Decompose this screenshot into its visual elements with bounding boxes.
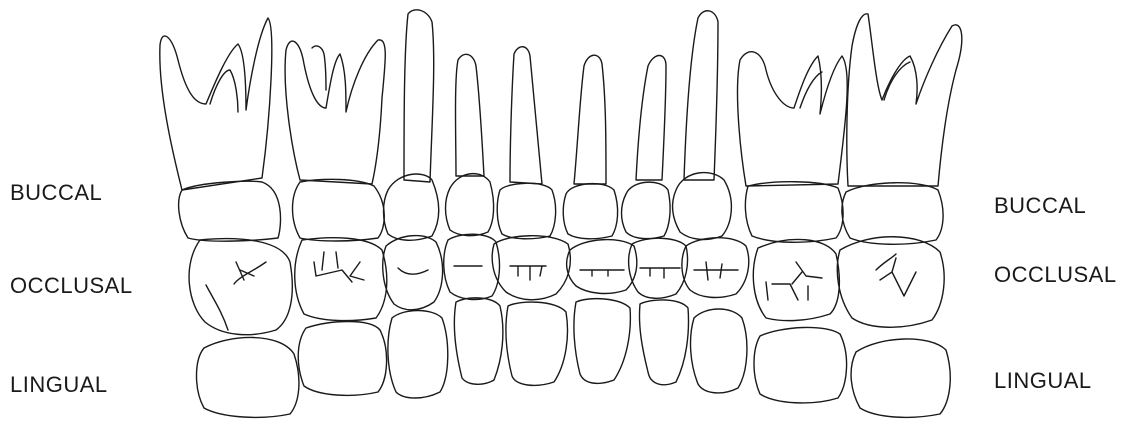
tooth-left-molar-2-occlusal: [295, 238, 387, 321]
tooth-right-molar-1-inner-root: [800, 72, 822, 108]
tooth-right-incisor-2: [622, 56, 689, 385]
tooth-right-molar-2-buccal: [842, 183, 943, 245]
tooth-left-molar-1-buccal: [179, 181, 281, 241]
tooth-right-premolar-1-occlusal: [682, 238, 749, 298]
tooth-right-incisor-1: [563, 55, 637, 383]
tooth-left-premolar-2: [444, 54, 503, 384]
tooth-right-molar-2-roots: [847, 14, 962, 186]
tooth-left-incisor-1-occlusal: [492, 236, 570, 300]
tooth-left-molar-1-lingual: [197, 337, 299, 417]
tooth-right-premolar-1-lingual: [691, 309, 747, 393]
tooth-right-molar-1-buccal: [745, 182, 843, 243]
tooth-right-molar-1-occlusal: [753, 239, 839, 320]
tooth-right-incisor-1-root: [574, 55, 606, 184]
tooth-right-molar-2: [837, 14, 961, 418]
tooth-left-molar-1: [160, 18, 299, 417]
tooth-right-molar-2-lingual: [851, 339, 950, 417]
tooth-right-molar-2-occlusal: [837, 237, 944, 328]
tooth-left-premolar-2-lingual: [454, 298, 502, 384]
tooth-left-premolar-2-root: [456, 54, 485, 176]
tooth-right-incisor-1-groove: [580, 270, 624, 276]
tooth-left-molar-2-groove: [314, 252, 364, 282]
tooth-left-molar-1-inner-root: [210, 70, 238, 112]
tooth-left-molar-1-groove: [206, 262, 266, 330]
tooth-right-incisor-2-groove: [640, 268, 680, 278]
tooth-left-premolar-2-occlusal: [444, 234, 500, 299]
tooth-left-incisor-1-root: [510, 47, 542, 184]
tooth-right-premolar-1-buccal: [673, 173, 732, 240]
tooth-right-molar-1-roots: [738, 52, 848, 186]
tooth-left-premolar-1: [383, 10, 448, 398]
tooth-left-molar-2-inner-root: [312, 46, 326, 90]
tooth-left-incisor-1-groove: [510, 266, 546, 280]
tooth-right-incisor-2-buccal: [622, 182, 671, 239]
tooth-left-molar-1-occlusal: [189, 239, 292, 335]
tooth-left-premolar-1-occlusal: [383, 236, 443, 310]
tooth-left-molar-2-roots: [285, 40, 385, 184]
tooth-right-molar-1-groove: [766, 262, 822, 300]
tooth-left-molar-2-buccal: [293, 179, 385, 241]
tooth-left-premolar-1-root: [404, 10, 434, 182]
tooth-right-premolar-1-groove: [694, 262, 738, 280]
tooth-right-molar-1-lingual: [754, 327, 847, 403]
tooth-left-molar-2-lingual: [298, 322, 386, 396]
tooth-left-molar-1-roots: [160, 18, 272, 190]
tooth-right-incisor-1-buccal: [563, 184, 617, 239]
tooth-left-molar-2: [285, 40, 387, 396]
tooth-right-molar-1: [738, 52, 848, 403]
tooth-right-molar-2-inner-root: [884, 62, 910, 100]
tooth-left-premolar-1-groove: [398, 268, 428, 274]
tooth-right-incisor-2-lingual: [639, 300, 688, 385]
tooth-right-premolar-1: [673, 11, 749, 393]
tooth-right-incisor-1-lingual: [574, 299, 630, 384]
tooth-right-premolar-1-root: [684, 11, 718, 180]
tooth-left-premolar-1-lingual: [388, 311, 448, 399]
tooth-right-incisor-1-occlusal: [567, 240, 637, 294]
tooth-left-incisor-1-lingual: [506, 302, 568, 385]
tooth-right-incisor-2-root: [636, 56, 666, 181]
tooth-left-incisor-1: [492, 47, 570, 386]
tooth-left-premolar-1-buccal: [384, 174, 439, 240]
tooth-left-premolar-2-buccal: [446, 174, 494, 236]
tooth-left-incisor-1-buccal: [497, 183, 555, 239]
tooth-right-molar-2-groove: [876, 254, 916, 296]
